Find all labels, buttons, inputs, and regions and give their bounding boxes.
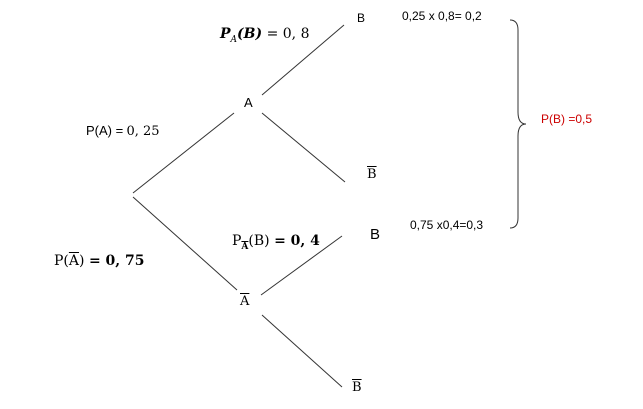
prob-a-value: 0, 25 (126, 124, 160, 139)
prob-not-a-label: P(A) = 0, 75 (54, 254, 145, 268)
prob-b-given-a-value: = 0, 8 (266, 26, 310, 42)
prob-not-a-value: = 0, 75 (88, 253, 145, 269)
prob-b-given-not-a-rest: (B) (248, 233, 270, 249)
node-b-bottom: B (370, 226, 381, 243)
node-not-b-bottom: B (352, 380, 362, 395)
prob-b-given-a-p: P (220, 26, 231, 42)
branch-root-to-not-a (132, 196, 238, 291)
prob-a-label: P(A) = 0, 25 (86, 124, 160, 138)
prob-b-given-not-a-label: PA(B) = 0, 4 (232, 234, 320, 252)
prob-b-given-a-sub: A (230, 34, 238, 45)
product-bottom: 0,75 x0,4=0,3 (410, 218, 484, 232)
prob-not-a-event: A (68, 253, 80, 269)
node-a: A (244, 95, 253, 110)
branch-a-to-b (261, 24, 345, 96)
prob-b-given-a-label: PA(B) = 0, 8 (220, 27, 309, 45)
branch-not-a-to-b (260, 235, 343, 296)
result-prob-b: P(B) =0,5 (541, 112, 593, 126)
prob-b-given-not-a-value: = 0, 4 (274, 233, 320, 249)
prob-b-given-not-a-p: P (232, 233, 242, 249)
prob-b-given-not-a-sub: A (241, 241, 249, 252)
prob-b-given-a-rest: (B) (237, 26, 263, 42)
prob-not-a-open: P( (54, 253, 69, 269)
branch-root-to-a (132, 112, 235, 194)
node-not-b-top: B (367, 167, 377, 182)
branch-not-a-to-not-b (261, 314, 343, 388)
branch-a-to-not-b (261, 112, 346, 183)
node-not-a: A (240, 294, 250, 309)
product-top: 0,25 x 0,8= 0,2 (402, 9, 482, 23)
brace (509, 19, 527, 229)
node-b-top: B (357, 11, 366, 25)
prob-a-prefix: P(A) = (86, 123, 124, 138)
prob-not-a-close: ) (79, 253, 85, 269)
